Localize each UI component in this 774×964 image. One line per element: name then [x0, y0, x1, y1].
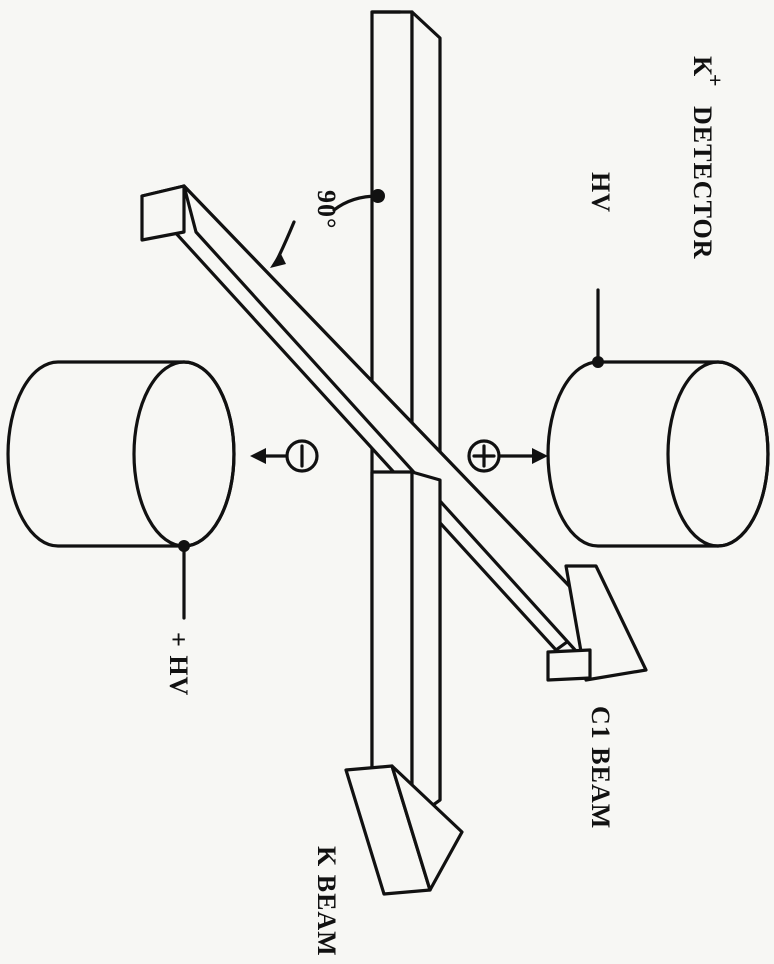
k-beam-text: K BEAM — [312, 846, 341, 957]
label-k-detector: K + DETECTOR — [688, 56, 728, 259]
angle-text: 90° — [312, 190, 341, 229]
angle-indicator — [270, 189, 385, 268]
label-hv-bottom: + HV — [164, 632, 193, 696]
plus-charge-arrow — [467, 439, 548, 473]
right-detector-cylinder — [546, 288, 770, 548]
detector-word-text: DETECTOR — [688, 106, 717, 259]
detector-k-text: K — [688, 56, 717, 77]
label-c1-beam: C1 BEAM — [586, 706, 615, 829]
c1-beam-text: C1 BEAM — [586, 706, 615, 829]
left-detector-cylinder — [6, 360, 236, 620]
detector-sup-text: + — [703, 74, 728, 87]
hv-bottom-text: + HV — [164, 632, 193, 696]
minus-charge-arrow — [250, 439, 319, 473]
k-beam-bar-front — [370, 470, 442, 822]
label-k-beam: K BEAM — [312, 846, 341, 957]
k-beam-wedge — [344, 764, 464, 896]
label-angle: 90° — [312, 190, 341, 229]
hv-top-text: HV — [586, 172, 615, 213]
c1-beam-bar — [140, 184, 602, 664]
c1-beam-wedge — [546, 564, 648, 682]
label-hv-top: HV — [586, 172, 615, 213]
